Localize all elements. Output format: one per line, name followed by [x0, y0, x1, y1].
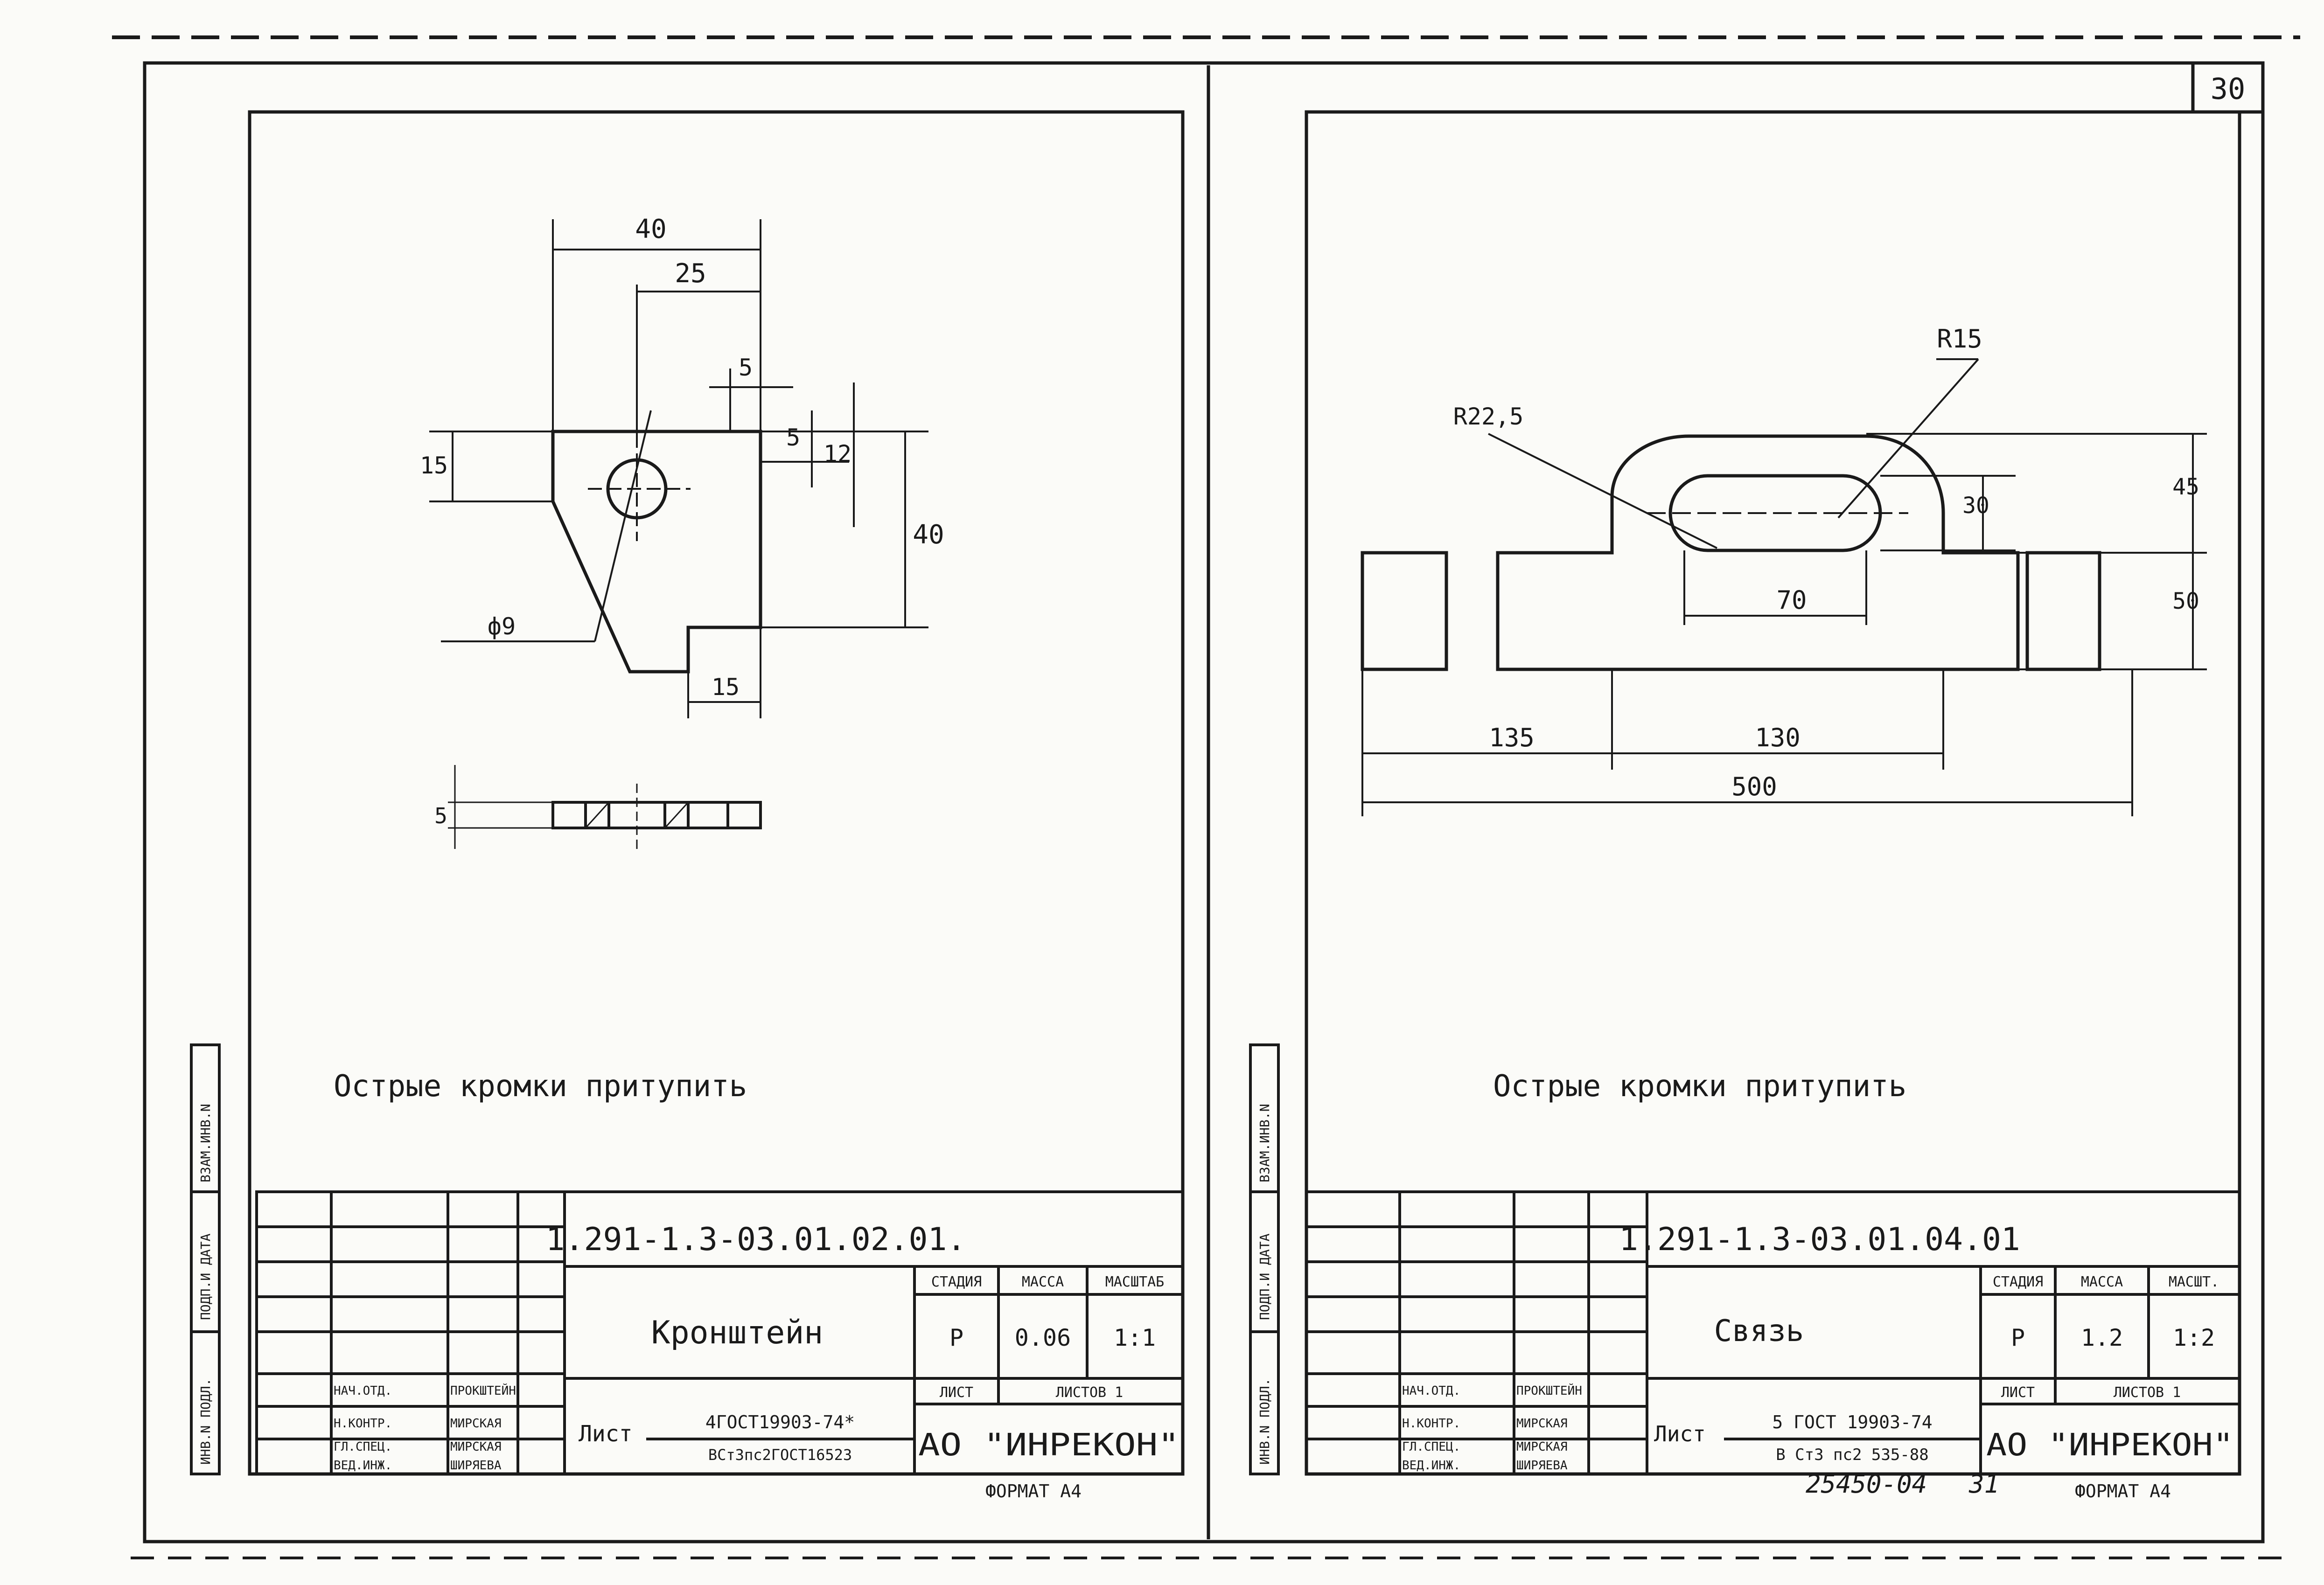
dim-135: 135 — [1489, 723, 1535, 752]
hole-diameter: ф9 — [488, 613, 516, 640]
bracket-outline — [551, 430, 762, 674]
right-name-3: ШИРЯЕВА — [1516, 1459, 1568, 1473]
left-scale: 1:1 — [1114, 1324, 1156, 1351]
left-material-label: Лист — [579, 1421, 633, 1447]
right-name-0: ПРОКШТЕЙН — [1516, 1383, 1582, 1398]
left-name-3: ШИРЯЕВА — [450, 1459, 502, 1473]
left-role-1: Н.КОНТР. — [334, 1417, 392, 1431]
left-material-bottom: ВСт3пс2ГОСТ16523 — [708, 1446, 852, 1464]
dim-12: 12 — [824, 440, 851, 467]
dim-15-bottom: 15 — [712, 674, 740, 701]
right-role-2: ГЛ.СПЕЦ. — [1402, 1440, 1460, 1454]
left-sheets-header: ЛИСТОВ 1 — [1056, 1384, 1124, 1401]
archive-number: 25450-04 — [1806, 1469, 1927, 1499]
left-stage-header: СТАДИЯ — [931, 1274, 982, 1290]
link-outline — [1361, 434, 2101, 671]
left-role-3: ВЕД.ИНЖ. — [334, 1459, 392, 1473]
right-mass: 1.2 — [2081, 1324, 2123, 1351]
left-organization: АО "ИНРЕКОН" — [918, 1427, 1179, 1463]
right-side-label-2: ВЗАМ.ИНВ.N — [1257, 1104, 1272, 1182]
right-material-label: Лист — [1654, 1421, 1706, 1446]
right-sheets-header: ЛИСТОВ 1 — [2114, 1384, 2181, 1401]
bracket-side-view — [448, 765, 762, 849]
left-title-block — [190, 1043, 1184, 1475]
left-side-label-2: ВЗАМ.ИНВ.N — [198, 1104, 213, 1182]
right-organization: АО "ИНРЕКОН" — [1986, 1427, 2233, 1463]
outer-frame — [112, 35, 2300, 1559]
right-name-2: МИРСКАЯ — [1516, 1440, 1568, 1454]
radius-large: R22,5 — [1453, 403, 1524, 430]
left-scale-header: МАСШТАБ — [1105, 1274, 1164, 1290]
dim-70: 70 — [1776, 585, 1807, 615]
left-stage: Р — [949, 1324, 963, 1351]
left-role-2: ГЛ.СПЕЦ. — [334, 1440, 392, 1454]
right-sheet-header: ЛИСТ — [2001, 1384, 2035, 1401]
dim-500: 500 — [1731, 772, 1777, 801]
page-number-box: 30 — [2191, 61, 2265, 114]
left-side-label-0: ИНВ.N ПОДЛ. — [198, 1378, 213, 1465]
right-role-1: Н.КОНТР. — [1402, 1417, 1460, 1431]
left-material-top: 4ГОСТ19903-74* — [705, 1412, 855, 1432]
dim-25: 25 — [675, 258, 706, 289]
right-format: ФОРМАТ А4 — [2075, 1481, 2171, 1502]
right-side-label-0: ИНВ.N ПОДЛ. — [1257, 1378, 1272, 1465]
left-part-name: Кронштейн — [651, 1314, 823, 1351]
page-number: 30 — [2211, 72, 2246, 106]
left-designation: 1.291-1.3-03.01.02.01. — [546, 1221, 966, 1258]
link-dimensions — [1361, 358, 2207, 816]
left-role-0: НАЧ.ОТД. — [334, 1384, 392, 1398]
dim-45: 45 — [2172, 474, 2199, 500]
right-title-block — [1249, 1043, 2241, 1475]
left-side-label-1: ПОДП.И ДАТА — [198, 1233, 213, 1320]
right-material-bottom: В Ст3 пс2 535-88 — [1776, 1446, 1929, 1464]
dim-30: 30 — [1962, 493, 1989, 519]
left-sheet-header: ЛИСТ — [940, 1384, 973, 1401]
right-stage-header: СТАДИЯ — [1993, 1274, 2043, 1290]
right-stage: Р — [2011, 1324, 2025, 1351]
right-mass-header: МАССА — [2081, 1274, 2123, 1290]
left-name-2: МИРСКАЯ — [450, 1440, 502, 1454]
radius-small: R15 — [1937, 324, 1982, 354]
dim-15-left: 15 — [420, 452, 448, 479]
right-scale-header: МАСШТ. — [2169, 1274, 2219, 1290]
dim-5-b: 5 — [786, 424, 800, 451]
dim-5-a: 5 — [739, 354, 753, 381]
bracket-dimensions — [429, 219, 928, 718]
left-name-1: МИРСКАЯ — [450, 1417, 502, 1431]
left-mass-header: МАССА — [1022, 1274, 1064, 1290]
right-part-name: Связь — [1714, 1314, 1804, 1349]
dim-130: 130 — [1755, 723, 1801, 752]
left-sheet: 40 25 5 5 12 15 40 15 ф9 5 Острые кромки… — [190, 110, 1185, 1502]
dim-40-top: 40 — [635, 214, 666, 244]
right-role-0: НАЧ.ОТД. — [1402, 1384, 1460, 1398]
dim-40-right: 40 — [913, 520, 944, 550]
right-side-label-1: ПОДП.И ДАТА — [1257, 1233, 1272, 1320]
left-name-0: ПРОКШТЕЙН — [450, 1383, 516, 1398]
right-sheet: R15 R22,5 30 45 70 50 135 130 500 Острые… — [1249, 110, 2241, 1502]
right-scale: 1:2 — [2173, 1324, 2215, 1351]
right-name-1: МИРСКАЯ — [1516, 1417, 1568, 1431]
right-note: Острые кромки притупить — [1493, 1069, 1906, 1104]
archive-sheet: 31 — [1968, 1469, 1999, 1499]
left-mass: 0.06 — [1015, 1324, 1071, 1351]
right-material-top: 5 ГОСТ 19903-74 — [1772, 1412, 1932, 1432]
right-role-3: ВЕД.ИНЖ. — [1402, 1459, 1460, 1473]
thickness-dim: 5 — [434, 803, 447, 828]
right-designation: 1.291-1.3-03.01.04.01 — [1619, 1221, 2020, 1258]
left-format: ФОРМАТ А4 — [985, 1481, 1082, 1502]
dim-50: 50 — [2172, 588, 2199, 614]
left-note: Острые кромки притупить — [334, 1069, 747, 1104]
